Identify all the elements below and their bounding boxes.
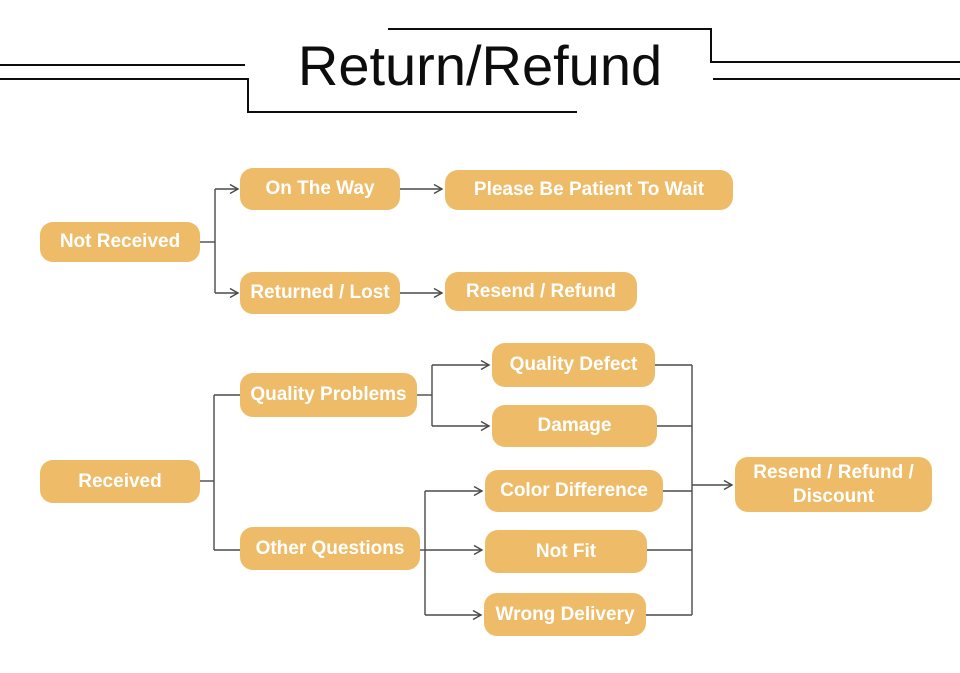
node-resend-refund-discount: Resend / Refund / Discount	[735, 457, 932, 512]
title-decor-line-top-right-2	[713, 78, 960, 80]
node-returned-lost: Returned / Lost	[240, 272, 400, 314]
node-quality-problems: Quality Problems	[240, 373, 417, 417]
title-decor-line-top-right-1	[710, 61, 960, 63]
title-decor-right-vertical	[710, 28, 712, 63]
title-decor-line-left-vertical	[247, 78, 249, 113]
page-title: Return/Refund	[297, 34, 663, 97]
node-resend-refund: Resend / Refund	[445, 272, 637, 311]
node-wrong-delivery: Wrong Delivery	[484, 593, 646, 636]
node-color-difference: Color Difference	[485, 470, 663, 512]
node-please-be-patient: Please Be Patient To Wait	[445, 170, 733, 210]
node-damage: Damage	[492, 405, 657, 447]
title-decor-underline	[247, 111, 577, 113]
node-on-the-way: On The Way	[240, 168, 400, 210]
node-other-questions: Other Questions	[240, 527, 420, 570]
node-not-fit: Not Fit	[485, 530, 647, 573]
title-decor-overline	[388, 28, 712, 30]
node-not-received: Not Received	[40, 222, 200, 262]
title-decor-line-top-left-2	[0, 78, 249, 80]
node-quality-defect: Quality Defect	[492, 343, 655, 387]
node-received: Received	[40, 460, 200, 503]
title-decor-line-top-left-1	[0, 64, 245, 66]
